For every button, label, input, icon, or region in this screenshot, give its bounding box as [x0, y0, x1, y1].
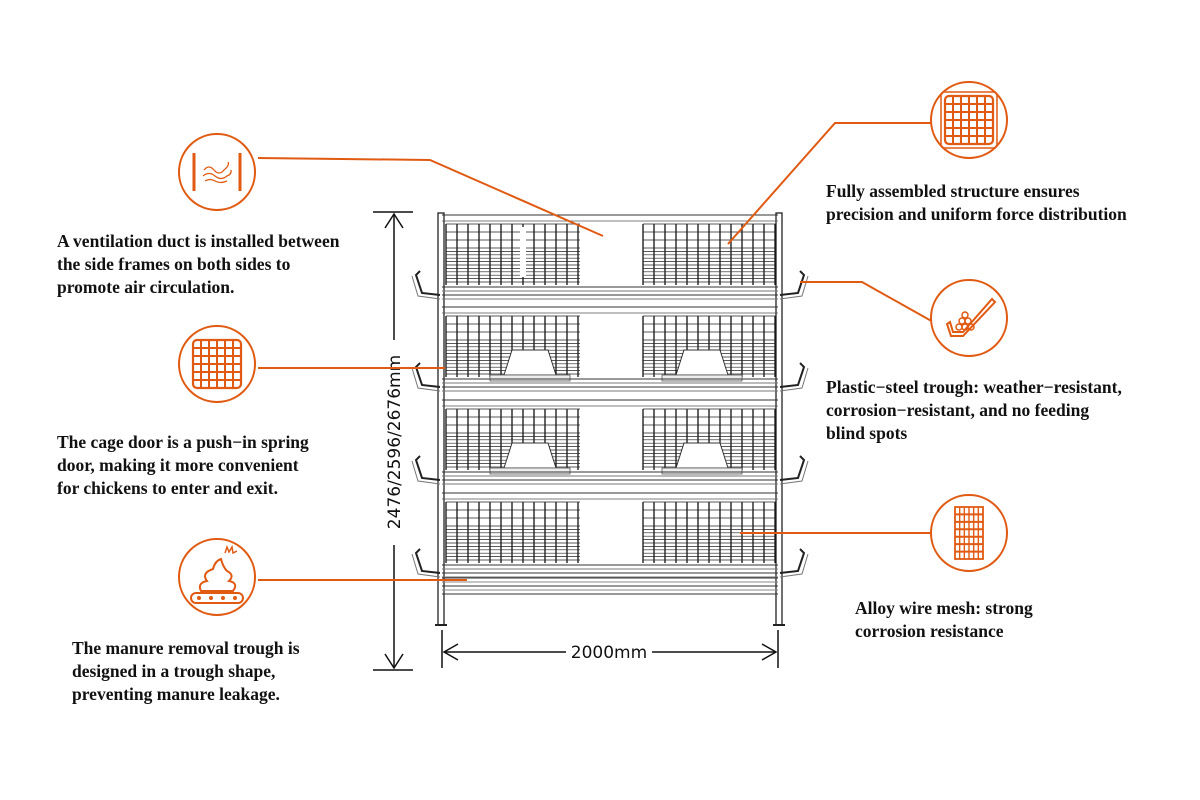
icon-ring — [178, 538, 256, 616]
cage-tier — [411, 492, 809, 578]
door-sill — [661, 467, 743, 475]
left-post — [437, 212, 445, 626]
caption-trough: Plastic−steel trough: weather−resistant,… — [826, 377, 1122, 443]
leader-line-structure — [727, 122, 935, 245]
left-trough — [414, 270, 441, 296]
manure-conveyor-icon — [178, 538, 256, 616]
door-slot — [520, 227, 526, 277]
door-sill — [489, 374, 571, 382]
layer-cage-frame — [411, 212, 809, 626]
wire-mesh-icon — [930, 494, 1008, 572]
right-trough — [779, 455, 806, 481]
right-trough-edge — [779, 460, 809, 485]
height-dimension-label: 2476/2596/2676mm — [385, 355, 405, 529]
left-trough-edge — [411, 275, 441, 300]
leader-line-trough — [800, 281, 936, 324]
callout-icons — [178, 81, 1008, 616]
left-trough-edge — [411, 553, 441, 578]
ventilation-duct-icon — [178, 133, 256, 211]
right-trough — [779, 270, 806, 296]
caption-structure: Fully assembled structure ensures precis… — [826, 181, 1127, 224]
feeding-trough-icon — [930, 279, 1008, 357]
caption-mesh: Alloy wire mesh: strong corrosion resist… — [855, 598, 1033, 641]
cage-door — [675, 349, 729, 376]
width-dimension-label: 2000mm — [571, 643, 647, 663]
caption-cage-door: The cage door is a push−in spring door, … — [57, 432, 309, 498]
caption-ventilation: A ventilation duct is installed between … — [57, 231, 340, 297]
door-sill — [489, 467, 571, 475]
right-post — [775, 212, 783, 626]
cage-tier — [411, 399, 809, 485]
left-trough-edge — [411, 460, 441, 485]
cage-tier — [411, 214, 809, 300]
caption-manure: The manure removal trough is designed in… — [72, 638, 300, 704]
left-trough — [414, 362, 441, 388]
right-trough-edge — [779, 553, 809, 578]
door-sill — [661, 374, 743, 382]
right-trough — [779, 362, 806, 388]
right-trough-edge — [779, 275, 809, 300]
right-trough-edge — [779, 367, 809, 392]
cage-door-grid-icon — [178, 325, 256, 403]
callout-leaders — [257, 122, 936, 581]
assembled-structure-icon — [930, 81, 1008, 159]
cage-door — [503, 442, 557, 469]
cage-door — [503, 349, 557, 376]
dimension-lines: 2476/2596/2676mm 2000mm — [373, 211, 779, 671]
right-trough — [779, 548, 806, 574]
left-trough-edge — [411, 367, 441, 392]
cage-door — [675, 442, 729, 469]
left-trough — [414, 455, 441, 481]
left-trough — [414, 548, 441, 574]
cage-tier — [411, 306, 809, 392]
leader-line-ventilation — [257, 157, 604, 237]
